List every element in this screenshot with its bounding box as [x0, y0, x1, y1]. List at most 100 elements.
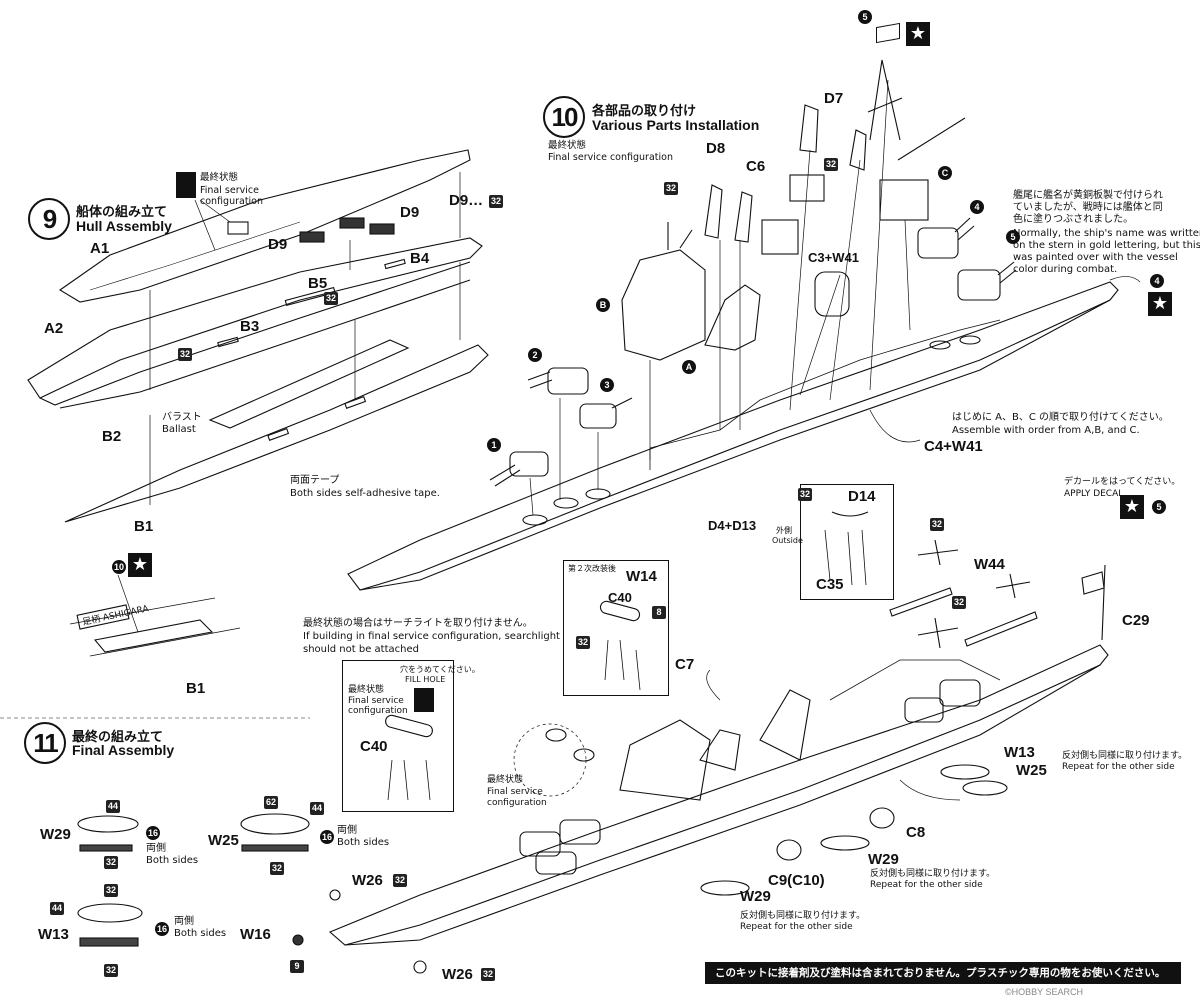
searchlight-note-en2: should not be attached	[303, 644, 419, 655]
decal-star-icon: ★	[1148, 292, 1172, 316]
label-d7: D7	[824, 90, 844, 107]
label-b3: B3	[240, 318, 260, 335]
badge-44: 44	[106, 800, 120, 813]
part-c6	[789, 174, 825, 202]
searchlight-tower	[814, 271, 850, 317]
tape-label-en: Both sides self-adhesive tape.	[290, 488, 440, 499]
marker-4-stern: 4	[1150, 274, 1164, 288]
label-c3-w41: C3+W41	[808, 250, 859, 265]
ballast-label-jp: バラスト	[162, 412, 202, 423]
stern-note-jp3: 色に塗りつぶされました。	[1013, 214, 1134, 225]
fill-hole-final-jp: 最終状態	[348, 685, 385, 695]
label-w26-b: W26	[442, 966, 473, 983]
turret-3	[579, 397, 633, 429]
label-w44: W44	[974, 556, 1005, 573]
label-w16: W16	[240, 926, 271, 943]
both-en-2: Both sides	[337, 837, 390, 848]
repeat-note-jp-1: 反対側も同様に取り付けます。	[1062, 751, 1188, 761]
label-d9-dots: D9…	[449, 192, 484, 209]
label-b2: B2	[102, 428, 122, 445]
badge-16: 16	[155, 922, 169, 936]
label-c6: C6	[746, 158, 766, 175]
boat-w13	[77, 903, 143, 923]
fill-hole-detail-box	[342, 660, 454, 812]
boat-w25	[240, 813, 310, 835]
badge-32: 32	[324, 292, 338, 305]
turret-1	[489, 451, 549, 487]
marker-4: 4	[970, 200, 984, 214]
part-d7-b	[849, 129, 867, 171]
fill-hole-jp: 穴をうめてください。	[400, 665, 480, 674]
badge-8: 8	[652, 606, 666, 619]
ballast-plate	[208, 339, 410, 429]
step-10-number: 10	[543, 96, 585, 138]
step-10-title-en: Various Parts Installation	[592, 117, 760, 133]
badge-32: 32	[104, 856, 118, 869]
label-d4-d13: D4+D13	[708, 518, 757, 533]
repeat-note-en-1: Repeat for the other side	[1062, 762, 1175, 772]
turret-5	[957, 261, 1017, 301]
badge-16: 16	[320, 830, 334, 844]
step-11-title-en: Final Assembly	[72, 742, 175, 758]
label-b1: B1	[134, 518, 154, 535]
label-c9-c10: C9(C10)	[768, 872, 825, 889]
label-w29-a: W29	[868, 851, 899, 868]
label-c40-b: C40	[360, 738, 388, 755]
step-10-title-jp: 各部品の取り付け	[592, 104, 697, 119]
badge-32: 32	[104, 964, 118, 977]
fill-hole-final-en2: configuration	[348, 706, 408, 716]
marker-1: 1	[487, 438, 501, 452]
badge-16: 16	[146, 826, 160, 840]
hull-side-part-a2	[27, 237, 483, 399]
decal-number-10: 10	[112, 560, 126, 574]
label-w29-b: W29	[740, 888, 771, 905]
boat-w29	[77, 815, 139, 833]
label-c40-a: C40	[608, 590, 632, 605]
badge-32: 32	[930, 518, 944, 531]
bridge-step11	[619, 719, 711, 801]
platform-part	[761, 219, 799, 255]
badge-32: 32	[270, 862, 284, 875]
label-d14: D14	[848, 488, 876, 505]
step11-final-en1: Final service	[487, 787, 543, 797]
badge-32: 32	[664, 182, 678, 195]
label-c4-w41: C4+W41	[924, 438, 983, 455]
step-10-final-jp: 最終状態	[548, 140, 587, 151]
badge-44: 44	[50, 902, 64, 915]
marker-2: 2	[528, 348, 542, 362]
stern-note-jp1: 艦尾に艦名が黄銅板製で付けられ	[1013, 190, 1163, 201]
label-w26-a: W26	[352, 872, 383, 889]
repeat-note-jp-2: 反対側も同様に取り付けます。	[870, 869, 996, 879]
label-w13-c: W13	[38, 926, 69, 943]
stern-note-en1: Normally, the ship's name was written	[1013, 228, 1200, 239]
marker-c: C	[938, 166, 952, 180]
label-w25-c: W25	[208, 832, 239, 849]
label-w25: W25	[1016, 762, 1047, 779]
badge-32: 32	[178, 348, 192, 361]
label-w14: W14	[626, 568, 657, 585]
badge-44: 44	[310, 802, 324, 815]
badge-32: 32	[798, 488, 812, 501]
step11-final-jp: 最終状態	[487, 775, 524, 785]
label-c8: C8	[906, 824, 926, 841]
label-w13: W13	[1004, 744, 1035, 761]
badge-32: 32	[481, 968, 495, 981]
tape-label-jp: 両面テープ	[290, 475, 340, 486]
marker-3: 3	[600, 378, 614, 392]
decal-note-en: APPLY DECAL	[1064, 489, 1124, 499]
ballast-label-en: Ballast	[162, 424, 196, 435]
badge-62: 62	[264, 796, 278, 809]
step-10-final-en: Final service configuration	[548, 152, 673, 163]
part-d7-a	[799, 104, 819, 153]
marker-b: B	[596, 298, 610, 312]
order-note-jp: はじめに A、B、C の順で取り付けてください。	[952, 412, 1169, 423]
stern-note-jp2: ていましたが、戦時には艦体と同	[1013, 202, 1163, 213]
funnel-step11	[699, 729, 741, 771]
both-jp-2: 両側	[337, 825, 357, 836]
marker-a: A	[682, 360, 696, 374]
order-note-en: Assemble with order from A,B, and C.	[952, 425, 1140, 436]
label-d8: D8	[706, 140, 726, 157]
fill-hole-icon	[414, 688, 434, 712]
both-jp-1: 両側	[146, 843, 166, 854]
